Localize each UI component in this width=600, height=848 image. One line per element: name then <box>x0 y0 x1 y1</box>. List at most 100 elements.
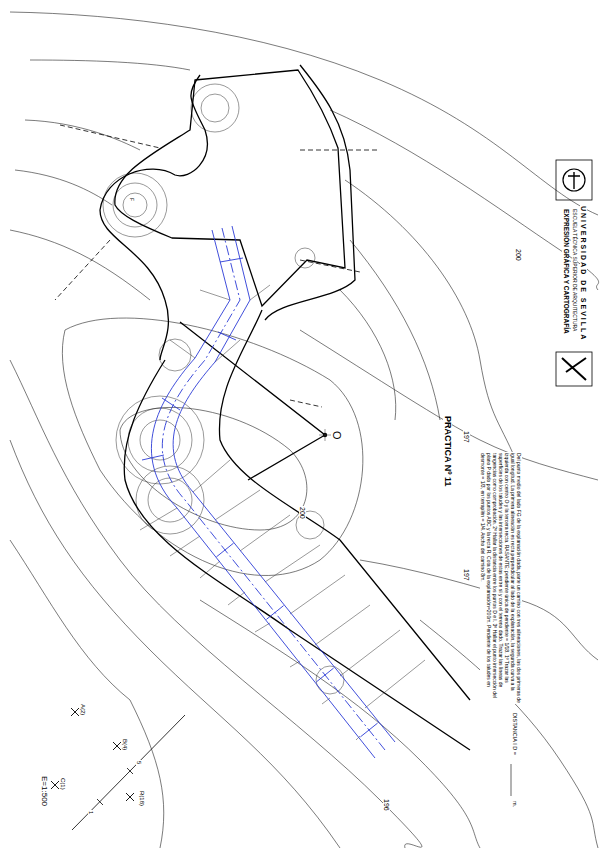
logo <box>556 352 592 386</box>
answer-line <box>511 764 512 796</box>
institution-name: UNIVERSIDAD DE SEVILLA <box>580 205 587 342</box>
contour-line <box>340 290 396 420</box>
contour-line <box>360 560 598 660</box>
road <box>162 228 385 750</box>
logo <box>568 172 580 189</box>
logo <box>563 169 585 191</box>
center-point <box>319 429 331 441</box>
vertex-label: F <box>129 197 134 202</box>
scale-tick: 1 <box>88 810 94 815</box>
earthwork-outline <box>124 310 470 750</box>
slope-line <box>170 536 200 556</box>
answer-field-label: DISTANCIA I D = <box>512 712 518 756</box>
earthwork-outline <box>180 322 325 480</box>
road <box>360 723 377 737</box>
reference-line <box>60 125 160 148</box>
line-r <box>72 715 185 830</box>
contour-elevation: 197 <box>463 430 470 444</box>
contour-elevation: 200 <box>299 506 306 520</box>
slope-line <box>265 545 320 582</box>
contour-line <box>25 120 140 150</box>
road <box>151 230 375 758</box>
slope-line <box>240 515 290 551</box>
road <box>266 606 283 620</box>
slope-circle <box>201 94 229 122</box>
slope-line <box>290 575 345 614</box>
point-marker <box>113 742 121 750</box>
logo <box>562 358 586 380</box>
reference-line <box>290 400 322 407</box>
slope-line <box>193 460 230 492</box>
earthwork-outline <box>124 360 470 750</box>
contour-line <box>10 540 164 848</box>
scale-tick: 5 <box>136 760 142 765</box>
slope-line <box>215 340 240 362</box>
road <box>218 332 236 340</box>
slope-line <box>140 508 177 530</box>
contour-line <box>30 60 190 70</box>
contour-line <box>10 12 599 848</box>
point-marker <box>126 793 134 801</box>
center-point-label: O <box>331 430 342 441</box>
slope-circle <box>113 183 157 227</box>
slope-line <box>200 290 230 300</box>
contour-line <box>10 230 150 300</box>
slope-circle <box>103 173 167 237</box>
road <box>142 455 164 460</box>
line-r <box>72 715 185 830</box>
slope-line <box>140 285 425 740</box>
answer-line <box>511 764 512 796</box>
road <box>216 543 233 557</box>
contour-elevation: 197 <box>463 568 470 582</box>
earthwork-outline <box>219 310 470 700</box>
logo <box>556 160 592 200</box>
platform-outline <box>100 65 355 360</box>
slope-line <box>215 490 260 520</box>
road <box>316 668 333 682</box>
point-marker <box>71 708 79 716</box>
slope-line <box>250 285 270 300</box>
road <box>220 258 243 262</box>
road <box>142 226 395 758</box>
slope-circle <box>295 248 315 268</box>
slope-line <box>315 605 370 645</box>
contour-line <box>10 440 340 848</box>
slope-line <box>365 660 425 708</box>
contour-line <box>10 12 598 215</box>
slope-line <box>200 561 220 578</box>
road <box>162 398 180 410</box>
slope-circle <box>128 408 192 472</box>
slope-circle <box>103 84 344 694</box>
contour-line <box>120 407 307 530</box>
contour-line <box>10 360 422 848</box>
reference-line <box>55 125 378 407</box>
point-marker <box>51 781 59 789</box>
contour-line <box>62 318 363 575</box>
point-marker <box>51 708 134 801</box>
slope-circle <box>316 666 344 694</box>
platform-outline <box>100 75 207 360</box>
slope-line <box>228 592 245 605</box>
contour-line <box>200 600 480 848</box>
contour-elevation: 200 <box>515 248 522 262</box>
point-label: B(4) <box>122 738 128 751</box>
scale-label: E=1:500 <box>40 775 48 807</box>
contour-line <box>330 110 599 290</box>
school-name: ESCUELA TÉCNICA SUPERIOR DE ARQUITECTURA <box>572 208 577 332</box>
line-r <box>97 768 133 805</box>
center-point <box>319 429 331 441</box>
point-label: R(18) <box>139 790 145 807</box>
slope-line <box>322 698 330 704</box>
reference-line <box>300 150 378 151</box>
slope-line <box>340 630 400 676</box>
contour-line <box>15 170 112 205</box>
platform-outline <box>265 65 355 320</box>
logo <box>556 160 592 386</box>
exercise-statement: Del punto medio del lado FG de la explan… <box>480 452 522 704</box>
contour-elevation: 196 <box>383 798 390 812</box>
reference-line <box>300 260 360 272</box>
road <box>173 226 395 742</box>
unit-label: m. <box>512 800 518 808</box>
